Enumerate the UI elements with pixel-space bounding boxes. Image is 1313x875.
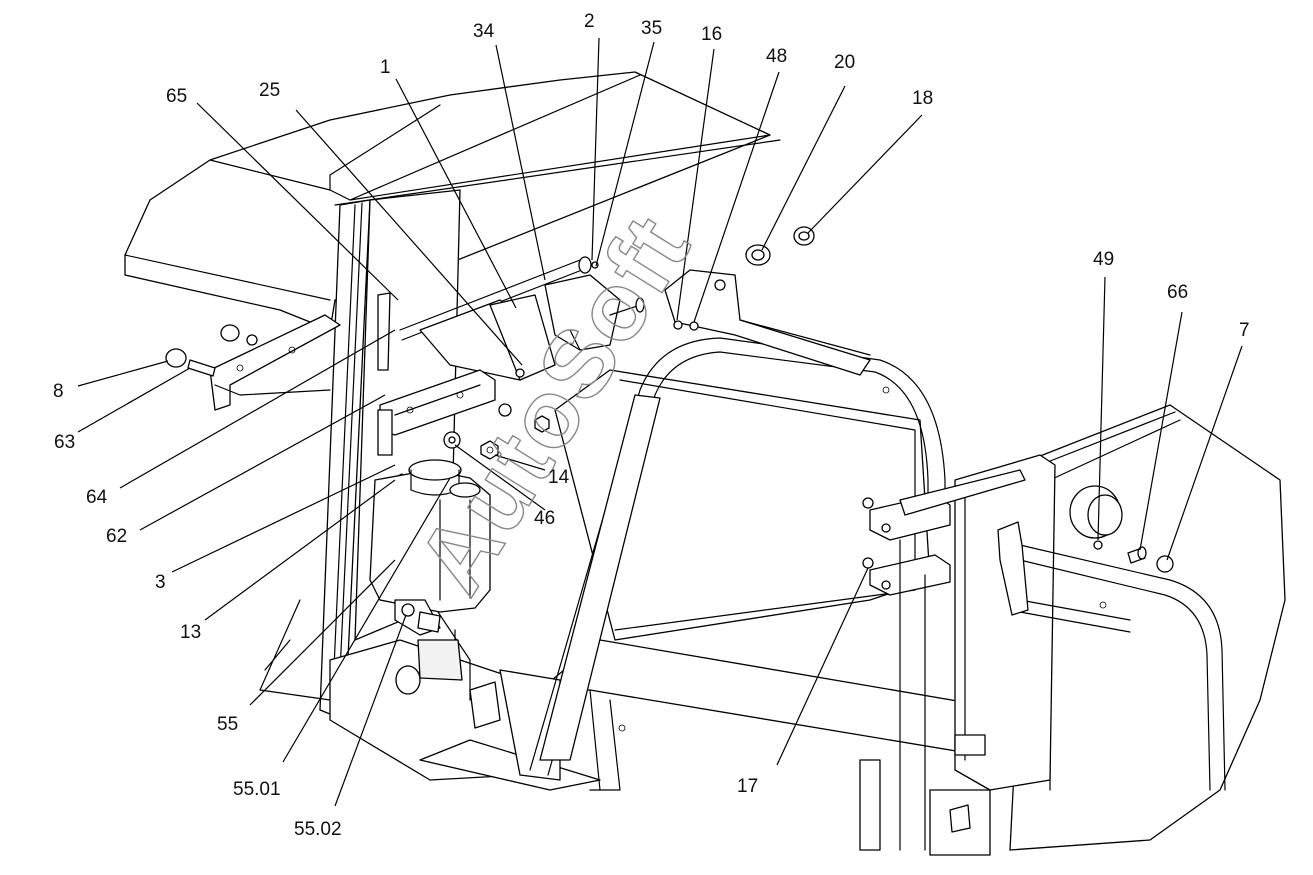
- right-door-frame: [954, 404, 1286, 851]
- boss-49: [1069, 485, 1123, 550]
- left-bracket: [165, 314, 341, 411]
- callout-14: 14: [548, 467, 570, 488]
- callout-34: 34: [473, 21, 495, 42]
- washer-reservoir: [369, 459, 491, 681]
- callout-16: 16: [701, 24, 722, 45]
- callout-62: 62: [106, 526, 127, 547]
- callout-35: 35: [641, 18, 662, 39]
- callout-55-01: 55.01: [233, 779, 281, 800]
- callout-17: 17: [737, 776, 758, 797]
- nut-14: [480, 440, 499, 460]
- callout-1: 1: [380, 57, 391, 78]
- callout-13: 13: [180, 622, 201, 643]
- mid-bracket: [377, 369, 496, 456]
- nut-mid: [498, 403, 550, 433]
- callout-65: 65: [166, 86, 187, 107]
- callout-46: 46: [534, 508, 555, 529]
- bolt-66: [1127, 546, 1147, 564]
- callout-18: 18: [912, 88, 933, 109]
- callout-25: 25: [259, 80, 280, 101]
- callout-8: 8: [53, 381, 64, 402]
- leader-lines: [77, 37, 1243, 807]
- callout-3: 3: [155, 572, 166, 593]
- handle-rail: [997, 521, 1226, 791]
- callout-63: 63: [54, 432, 75, 453]
- callout-labels: 65 25 1 34 2 35 16 48 20 18 49 66 7 8 63…: [53, 11, 1250, 840]
- callout-55-02: 55.02: [294, 819, 342, 840]
- callout-20: 20: [834, 52, 855, 73]
- callout-55: 55: [217, 714, 238, 735]
- callout-66: 66: [1167, 282, 1188, 303]
- grommet-20: [745, 244, 771, 266]
- callout-64: 64: [86, 487, 108, 508]
- callout-7: 7: [1239, 320, 1250, 341]
- tube-arch: [529, 337, 946, 776]
- top-bracket: [664, 269, 871, 376]
- wiper-motor-assembly: [377, 256, 645, 381]
- hinge-brackets: [859, 469, 1026, 856]
- cap-7: [1156, 555, 1174, 573]
- callout-49: 49: [1093, 249, 1114, 270]
- washer-46: [443, 431, 461, 449]
- callout-2: 2: [584, 11, 595, 32]
- callout-48: 48: [766, 46, 787, 67]
